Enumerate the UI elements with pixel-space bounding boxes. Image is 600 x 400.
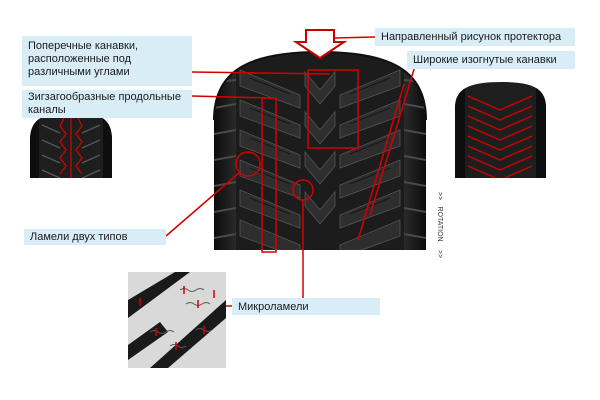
tire-tread-thumbnail-icon bbox=[30, 112, 112, 178]
tire-tread-thumbnail-highlighted-icon bbox=[455, 82, 546, 178]
rotation-marker: >> ROTATION >> bbox=[436, 192, 443, 258]
callout-directional-pattern: Направленный рисунок протектора bbox=[375, 28, 575, 46]
callout-microsipes: Микроламели bbox=[232, 298, 380, 315]
direction-arrow-icon bbox=[292, 29, 348, 60]
rotation-label: ROTATION bbox=[436, 206, 443, 241]
rotation-arrows-bottom: >> bbox=[436, 250, 443, 258]
callout-zigzag-channels: Зигзагообразные продольные каналы bbox=[22, 90, 192, 118]
main-tire bbox=[213, 50, 427, 250]
callout-transverse-grooves: Поперечные канавки, расположенные под ра… bbox=[22, 36, 192, 86]
callout-two-type-sipes: Ламели двух типов bbox=[24, 229, 166, 245]
microsipe-closeup-icon bbox=[128, 272, 226, 368]
callout-wide-curved-grooves: Широкие изогнутые канавки bbox=[407, 51, 575, 69]
rotation-arrows-top: >> bbox=[436, 192, 443, 200]
